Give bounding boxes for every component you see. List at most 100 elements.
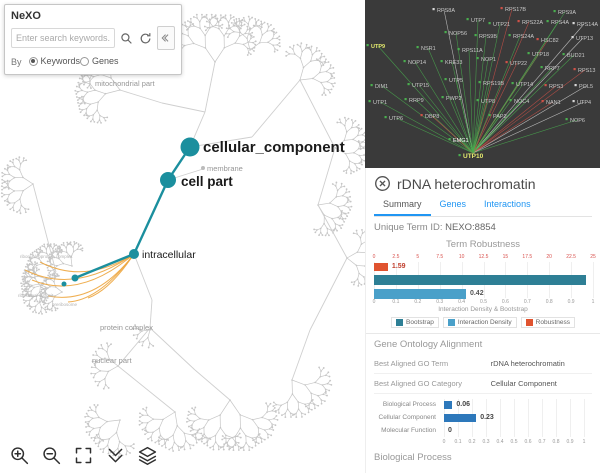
gene-node-RPS3[interactable]: RPS3 — [549, 84, 563, 90]
robustness-axis-tick: 7.5 — [436, 254, 444, 260]
search-icon[interactable] — [119, 31, 134, 46]
gene-node-RPS17B[interactable]: RPS17B — [505, 7, 526, 13]
gene-node-RPS9A[interactable]: RPS9A — [558, 10, 576, 16]
radio-circle[interactable] — [80, 56, 90, 66]
tree-term-node[interactable] — [129, 249, 139, 259]
robustness-axis-tick: 12.5 — [478, 254, 489, 260]
robustness-axis-tick: 25 — [590, 254, 596, 260]
tree-node-ribosomal-subunit[interactable]: ribosomal subunit — [18, 293, 54, 298]
alignment-heading: Gene Ontology Alignment — [374, 339, 483, 350]
gene-node-HSC82[interactable]: HSC82 — [541, 38, 559, 44]
tree-node-nuclear-part[interactable]: nuclear part — [92, 356, 133, 365]
radio-keywords[interactable]: Keywords — [28, 56, 80, 66]
radio-circle[interactable] — [28, 56, 38, 66]
tree-node-preribosome[interactable]: preribosome — [52, 302, 78, 307]
tree-term-node[interactable] — [61, 281, 67, 287]
gene-node-UTP8[interactable]: UTP8 — [481, 99, 495, 105]
gene-node-PAP2[interactable]: PAP2 — [493, 114, 507, 120]
zoom-toolbar — [8, 444, 158, 466]
gene-node-UTP21[interactable]: UTP21 — [493, 22, 510, 28]
collapse-panel-button[interactable] — [157, 26, 175, 50]
reset-icon[interactable] — [138, 31, 153, 46]
radio-genes[interactable]: Genes — [80, 56, 119, 66]
tab-genes[interactable]: Genes — [439, 199, 467, 209]
search-input[interactable] — [11, 28, 115, 48]
gene-node-RPS19B[interactable]: RPS19B — [483, 81, 504, 87]
tree-node-mitochondrial-part[interactable]: mitochondrial part — [95, 79, 156, 88]
axis-tick: 0.5 — [510, 439, 518, 445]
gene-node-NOC4[interactable]: NOC4 — [514, 99, 529, 105]
alignment-row-label: Best Aligned GO Category — [374, 379, 462, 388]
gene-node-NOP14[interactable]: NOP14 — [408, 60, 426, 66]
legend-robustness: Robustness — [520, 317, 575, 328]
tree-term-node[interactable] — [71, 274, 79, 282]
axis-tick: 0.1 — [454, 439, 462, 445]
tree-term-node[interactable] — [160, 172, 176, 188]
tree-node-cellular-component[interactable]: cellular_component — [203, 139, 345, 156]
gene-node-NOP1[interactable]: NOP1 — [481, 57, 496, 63]
gene-node-RPS11A[interactable]: RPS11A — [462, 48, 483, 54]
gene-node-RPS4A[interactable]: RPS4A — [551, 20, 569, 26]
go-category-label: Cellular Component — [378, 414, 436, 421]
gene-node-RPS8A[interactable]: RPS8A — [437, 8, 455, 14]
gene-node-NOP6[interactable]: NOP6 — [570, 118, 585, 124]
gene-node-RRP9[interactable]: RRP9 — [409, 98, 424, 104]
gene-node-UTP22[interactable]: UTP22 — [510, 61, 527, 67]
gene-node-RPS9B[interactable]: RPS9B — [479, 34, 497, 40]
gene-node-POL5[interactable]: POL5 — [579, 84, 593, 90]
gene-node-UTP18[interactable]: UTP18 — [532, 52, 549, 58]
details-tabs: Summary Genes Interactions — [374, 195, 592, 217]
robustness-axis-tick: 5 — [416, 254, 420, 260]
tree-node-protein-complex[interactable]: protein complex — [100, 323, 153, 332]
gene-node-DBP8[interactable]: DBP8 — [425, 114, 439, 120]
close-details-button[interactable] — [374, 175, 391, 192]
gene-node-KRE33[interactable]: KRE33 — [445, 60, 462, 66]
gene-node-NOP56[interactable]: NOP56 — [449, 31, 467, 37]
tab-interactions[interactable]: Interactions — [484, 199, 531, 209]
axis-tick: 0.9 — [567, 299, 575, 305]
gene-node-UTP6[interactable]: UTP6 — [389, 116, 403, 122]
gene-node-RPS13[interactable]: RPS13 — [578, 68, 595, 74]
gene-node-UTP1[interactable]: UTP1 — [373, 100, 387, 106]
zoom-in-button[interactable] — [8, 444, 30, 466]
fit-view-button[interactable] — [72, 444, 94, 466]
gene-node-UTP9[interactable]: UTP9 — [371, 44, 385, 50]
gene-node-UTP7[interactable]: UTP7 — [471, 18, 485, 24]
alignment-row-value: Cellular Component — [490, 379, 557, 388]
axis-tick: 0.7 — [538, 439, 546, 445]
tree-node-membrane[interactable]: membrane — [207, 164, 243, 173]
gene-node-RPS24A[interactable]: RPS24A — [513, 34, 534, 40]
gene-node-UTP5[interactable]: UTP5 — [449, 78, 463, 84]
tab-summary[interactable]: Summary — [374, 195, 431, 216]
gene-node-RPS14A[interactable]: RPS14A — [577, 22, 598, 28]
robustness-axis-tick: 0 — [372, 254, 376, 260]
bar-robustness — [374, 263, 388, 271]
tree-node-cell-part[interactable]: cell part — [181, 174, 233, 189]
gene-node-RRP7[interactable]: RRP7 — [545, 66, 560, 72]
gene-node-NAN1[interactable]: NAN1 — [546, 100, 561, 106]
gene-node-RPS22A[interactable]: RPS22A — [522, 20, 543, 26]
tree-term-node[interactable] — [180, 137, 200, 157]
expand-depth-button[interactable] — [104, 444, 126, 466]
gene-node-UTP10[interactable]: UTP10 — [463, 153, 484, 160]
tree-node-ribonucleoprotein-complex[interactable]: ribonucleoprotein complex — [20, 254, 73, 259]
gene-node-UTP4[interactable]: UTP4 — [577, 100, 591, 106]
tree-node-intracellular[interactable]: intracellular — [142, 249, 196, 261]
gene-node-UTP13[interactable]: UTP13 — [576, 36, 593, 42]
gene-node-EMG1[interactable]: EMG1 — [453, 138, 469, 144]
bar-interaction-density — [374, 289, 466, 299]
gene-node-BUD21[interactable]: BUD21 — [567, 53, 585, 59]
gene-node-NSR1[interactable]: NSR1 — [421, 46, 436, 52]
zoom-out-button[interactable] — [40, 444, 62, 466]
gene-node-DIM1[interactable]: DIM1 — [375, 84, 388, 90]
layers-button[interactable] — [136, 444, 158, 466]
legend-interaction-density: Interaction Density — [442, 317, 517, 328]
gene-node-PWP2[interactable]: PWP2 — [446, 96, 462, 102]
gene-node-UTP15[interactable]: UTP15 — [412, 83, 429, 89]
gene-node-UTP14[interactable]: UTP14 — [516, 82, 533, 88]
